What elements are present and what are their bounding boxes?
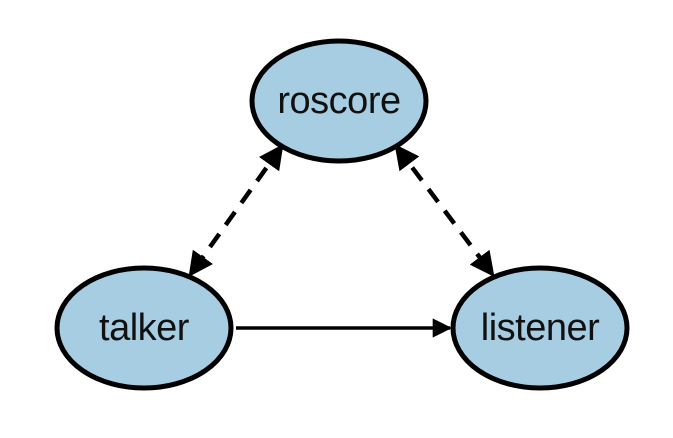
node-listener-shape: [450, 265, 630, 391]
node-listener: listener: [450, 265, 630, 391]
edge-roscore-talker: [188, 143, 284, 278]
node-roscore-label: roscore: [277, 80, 400, 122]
node-roscore-shape: [249, 38, 429, 164]
edge-roscore-listener: [394, 144, 495, 277]
node-listener-label: listener: [481, 307, 600, 349]
node-talker-shape: [54, 265, 234, 391]
node-talker: talker: [54, 265, 234, 391]
node-talker-label: talker: [99, 307, 190, 349]
node-roscore: roscore: [249, 38, 429, 164]
